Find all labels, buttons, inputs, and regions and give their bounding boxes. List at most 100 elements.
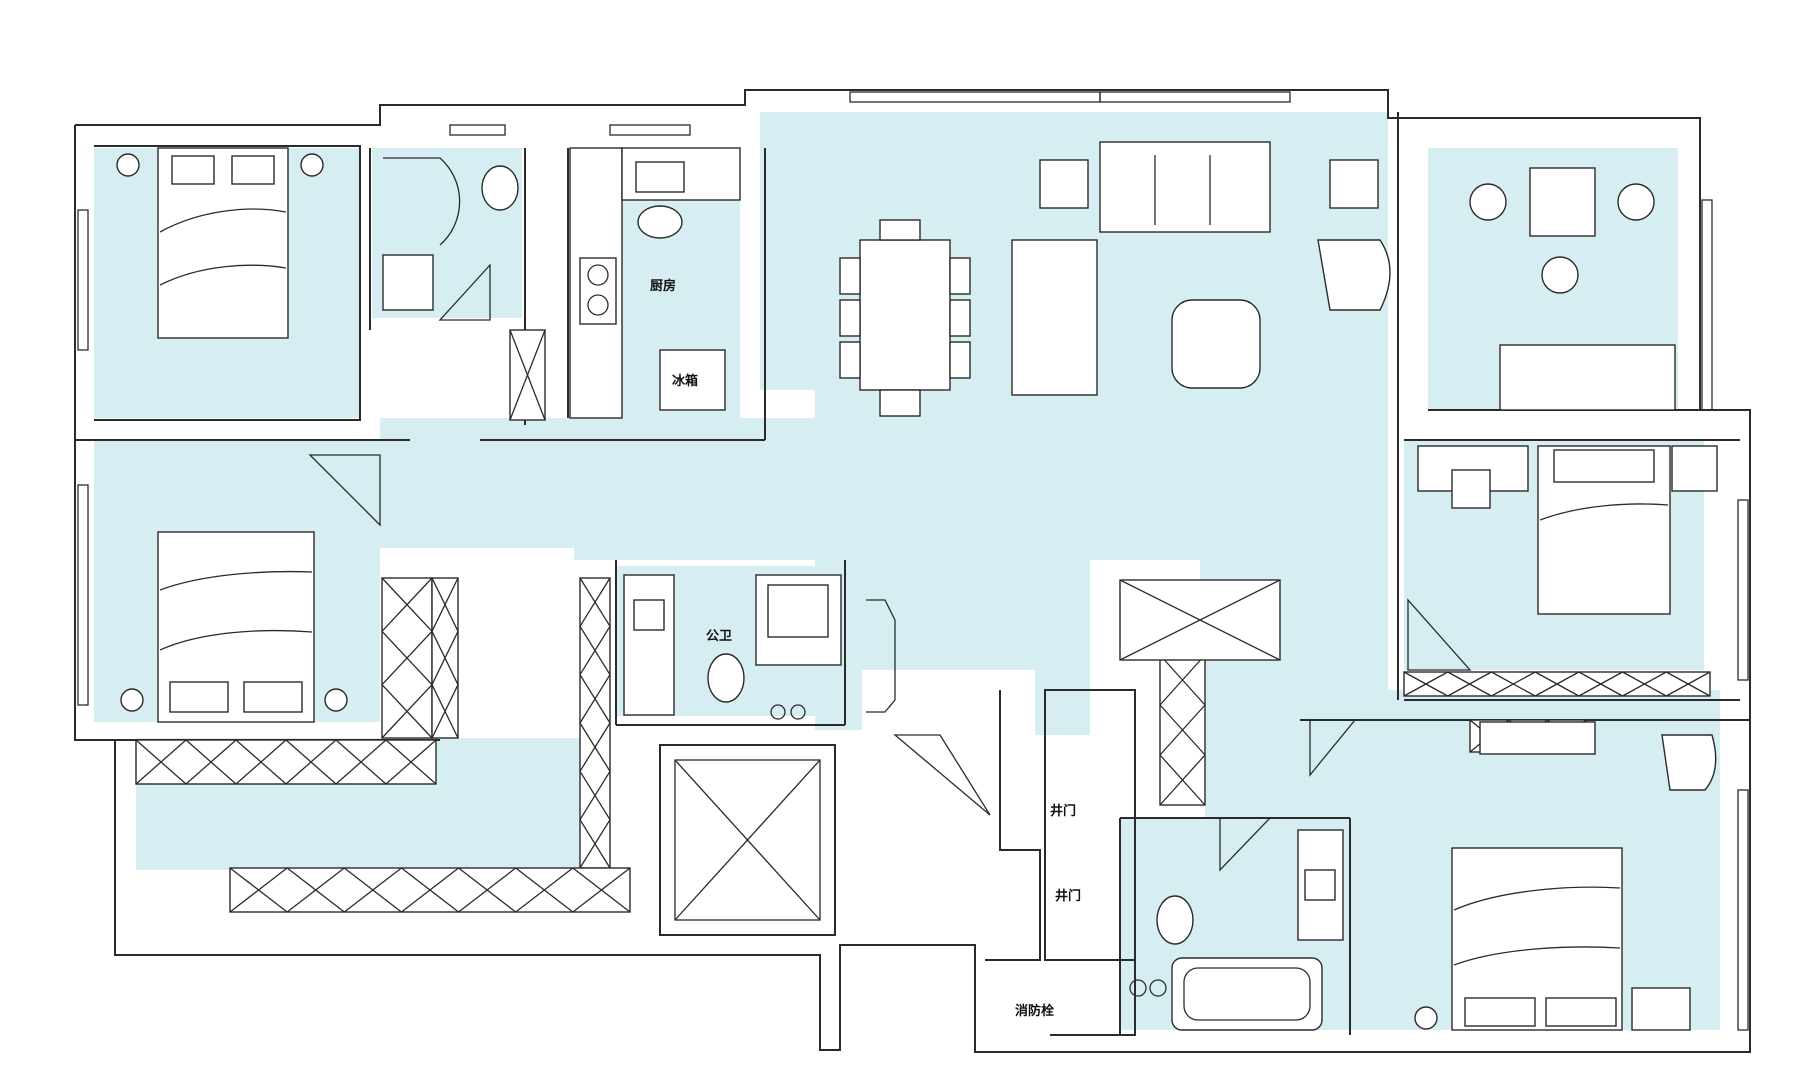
drain-2-icon — [790, 704, 806, 720]
wardrobe-south-horizontal-cross-1-1 — [185, 739, 237, 785]
door-ensuite — [1219, 817, 1272, 872]
wardrobe-south-horizontal-cross-4-1 — [335, 739, 387, 785]
dining-chair-bottom — [879, 389, 921, 417]
ensuite-fixtures — [1129, 719, 1357, 1031]
dining-chair-l1 — [839, 257, 861, 295]
living-furniture — [839, 141, 1391, 417]
toilet-ensuite-icon — [1156, 895, 1194, 945]
window-north-1 — [449, 124, 506, 136]
window-east-2 — [1737, 499, 1749, 681]
wardrobe-south-horizontal — [135, 739, 437, 785]
pillow-nw-1 — [171, 155, 215, 185]
kitchen-fixtures: 冰箱 厨房 — [569, 147, 741, 419]
bed-nw-blanket — [159, 208, 287, 233]
elevator-cross-2 — [674, 759, 821, 921]
wardrobe-cloak-vertical-cross-4-1 — [579, 770, 611, 821]
sofa-main — [1099, 141, 1271, 233]
window-north-3 — [849, 91, 1101, 103]
fridge — [659, 349, 726, 411]
wardrobe-east-bedroom-cross-4-1 — [1578, 671, 1623, 697]
burner-2-icon — [587, 294, 609, 316]
wardrobe-east-bedroom-cross-3-1 — [1534, 671, 1580, 697]
stove-kitchen — [579, 257, 617, 325]
stool-1-icon — [1469, 183, 1507, 221]
wardrobe-east-bedroom-cross-6-1 — [1665, 671, 1711, 697]
elevator-shaft — [659, 744, 836, 936]
corridor-fill — [380, 418, 815, 560]
burner-1-icon — [587, 264, 609, 286]
walls — [74, 89, 1751, 1053]
wardrobe-south-horizontal-cross-3-1 — [285, 739, 337, 785]
shaft-door-label-2: 井门 — [1055, 888, 1081, 904]
drain-1-icon — [770, 704, 786, 720]
armchair-master-icon — [1661, 734, 1717, 791]
lamp-west-1-icon — [120, 688, 144, 712]
nightstand-master — [1631, 987, 1691, 1031]
sink-north — [382, 254, 434, 311]
study-table — [1529, 167, 1596, 237]
ensuite-drain-1-icon — [1129, 979, 1147, 997]
armchair-icon — [1317, 239, 1391, 311]
wardrobe-cloak-bottom-cross-6-1 — [572, 867, 631, 913]
wardrobe-west-vertical-2-cross-2-1 — [431, 684, 459, 739]
window-north-4 — [1099, 91, 1291, 103]
public-bath-label: 公卫 — [706, 629, 732, 644]
nightstand-east — [1671, 445, 1718, 492]
pillow-master-2 — [1545, 997, 1617, 1027]
shaft-area: 井门 井门 消防栓 — [893, 579, 1281, 1019]
wardrobe-cloak-vertical-cross-0-1 — [579, 577, 611, 627]
kitchen-label: 厨房 — [650, 278, 676, 294]
wardrobe-cloak-vertical-cross-1-1 — [579, 625, 611, 676]
wardrobe-east-bedroom-cross-2-1 — [1491, 671, 1536, 697]
wardrobe-shaft-vertical-cross-0-1 — [1159, 654, 1206, 706]
shaft-door-label-1: 井门 — [1050, 803, 1076, 819]
window-east-3 — [1737, 789, 1749, 1031]
door-entrance — [893, 734, 991, 816]
tv-cabinet-master — [1479, 721, 1596, 755]
sink-basin-public — [633, 599, 665, 631]
door-east-bedroom — [1407, 598, 1472, 671]
windows — [77, 91, 1749, 1031]
partition-public — [866, 599, 896, 713]
study-furniture — [1469, 167, 1676, 411]
wardrobe-cloak-vertical-cross-5-1 — [579, 819, 611, 869]
wardrobe-cloak-vertical-cross-3-1 — [579, 722, 611, 772]
side-table-left — [1039, 159, 1089, 209]
outer-wall — [74, 89, 1751, 1053]
sink-basin-ensuite — [1304, 869, 1336, 901]
dining-chair-r2 — [949, 299, 971, 337]
dining-table — [859, 239, 951, 391]
west-bedroom-furniture — [120, 454, 381, 723]
bed-west-blanket-2 — [159, 629, 313, 651]
lamp-nw-2-icon — [300, 153, 324, 177]
wardrobe-cloak-vertical — [579, 577, 611, 869]
lamp-west-2-icon — [324, 688, 348, 712]
bed-master-blanket-2 — [1453, 946, 1621, 966]
bathtub-ensuite — [1171, 957, 1323, 1031]
bed-master-blanket — [1453, 886, 1621, 911]
shaft-outline-2 — [985, 690, 1041, 961]
window-west-2 — [77, 484, 89, 706]
pillow-master-1 — [1464, 997, 1536, 1027]
bed-west-blanket — [159, 570, 313, 591]
shaft-box — [1044, 689, 1136, 961]
wardrobe-shaft-vertical-cross-1-1 — [1159, 704, 1206, 756]
wardrobe-cloak-bottom-cross-3-1 — [401, 867, 459, 913]
inner-outline — [94, 145, 361, 421]
elevator-inner — [674, 759, 821, 921]
wardrobe-cloak-bottom-cross-4-1 — [458, 867, 517, 913]
stool-3-icon — [1541, 256, 1579, 294]
door-bath-north — [438, 263, 491, 321]
east-bedroom-furniture — [1407, 445, 1718, 671]
bathtub-inner — [1183, 967, 1311, 1021]
stool-2-icon — [1617, 183, 1655, 221]
side-table-right — [1329, 159, 1379, 209]
wardrobe-shaft-vertical-cross-2-1 — [1159, 754, 1206, 806]
shower-door-arc — [383, 157, 461, 246]
wardrobe-cloak-bottom-cross-5-1 — [515, 867, 574, 913]
pillow-east — [1553, 449, 1655, 483]
wardrobes — [135, 577, 1711, 913]
chair-east — [1451, 469, 1491, 509]
north-bathroom-fixtures — [382, 157, 546, 421]
